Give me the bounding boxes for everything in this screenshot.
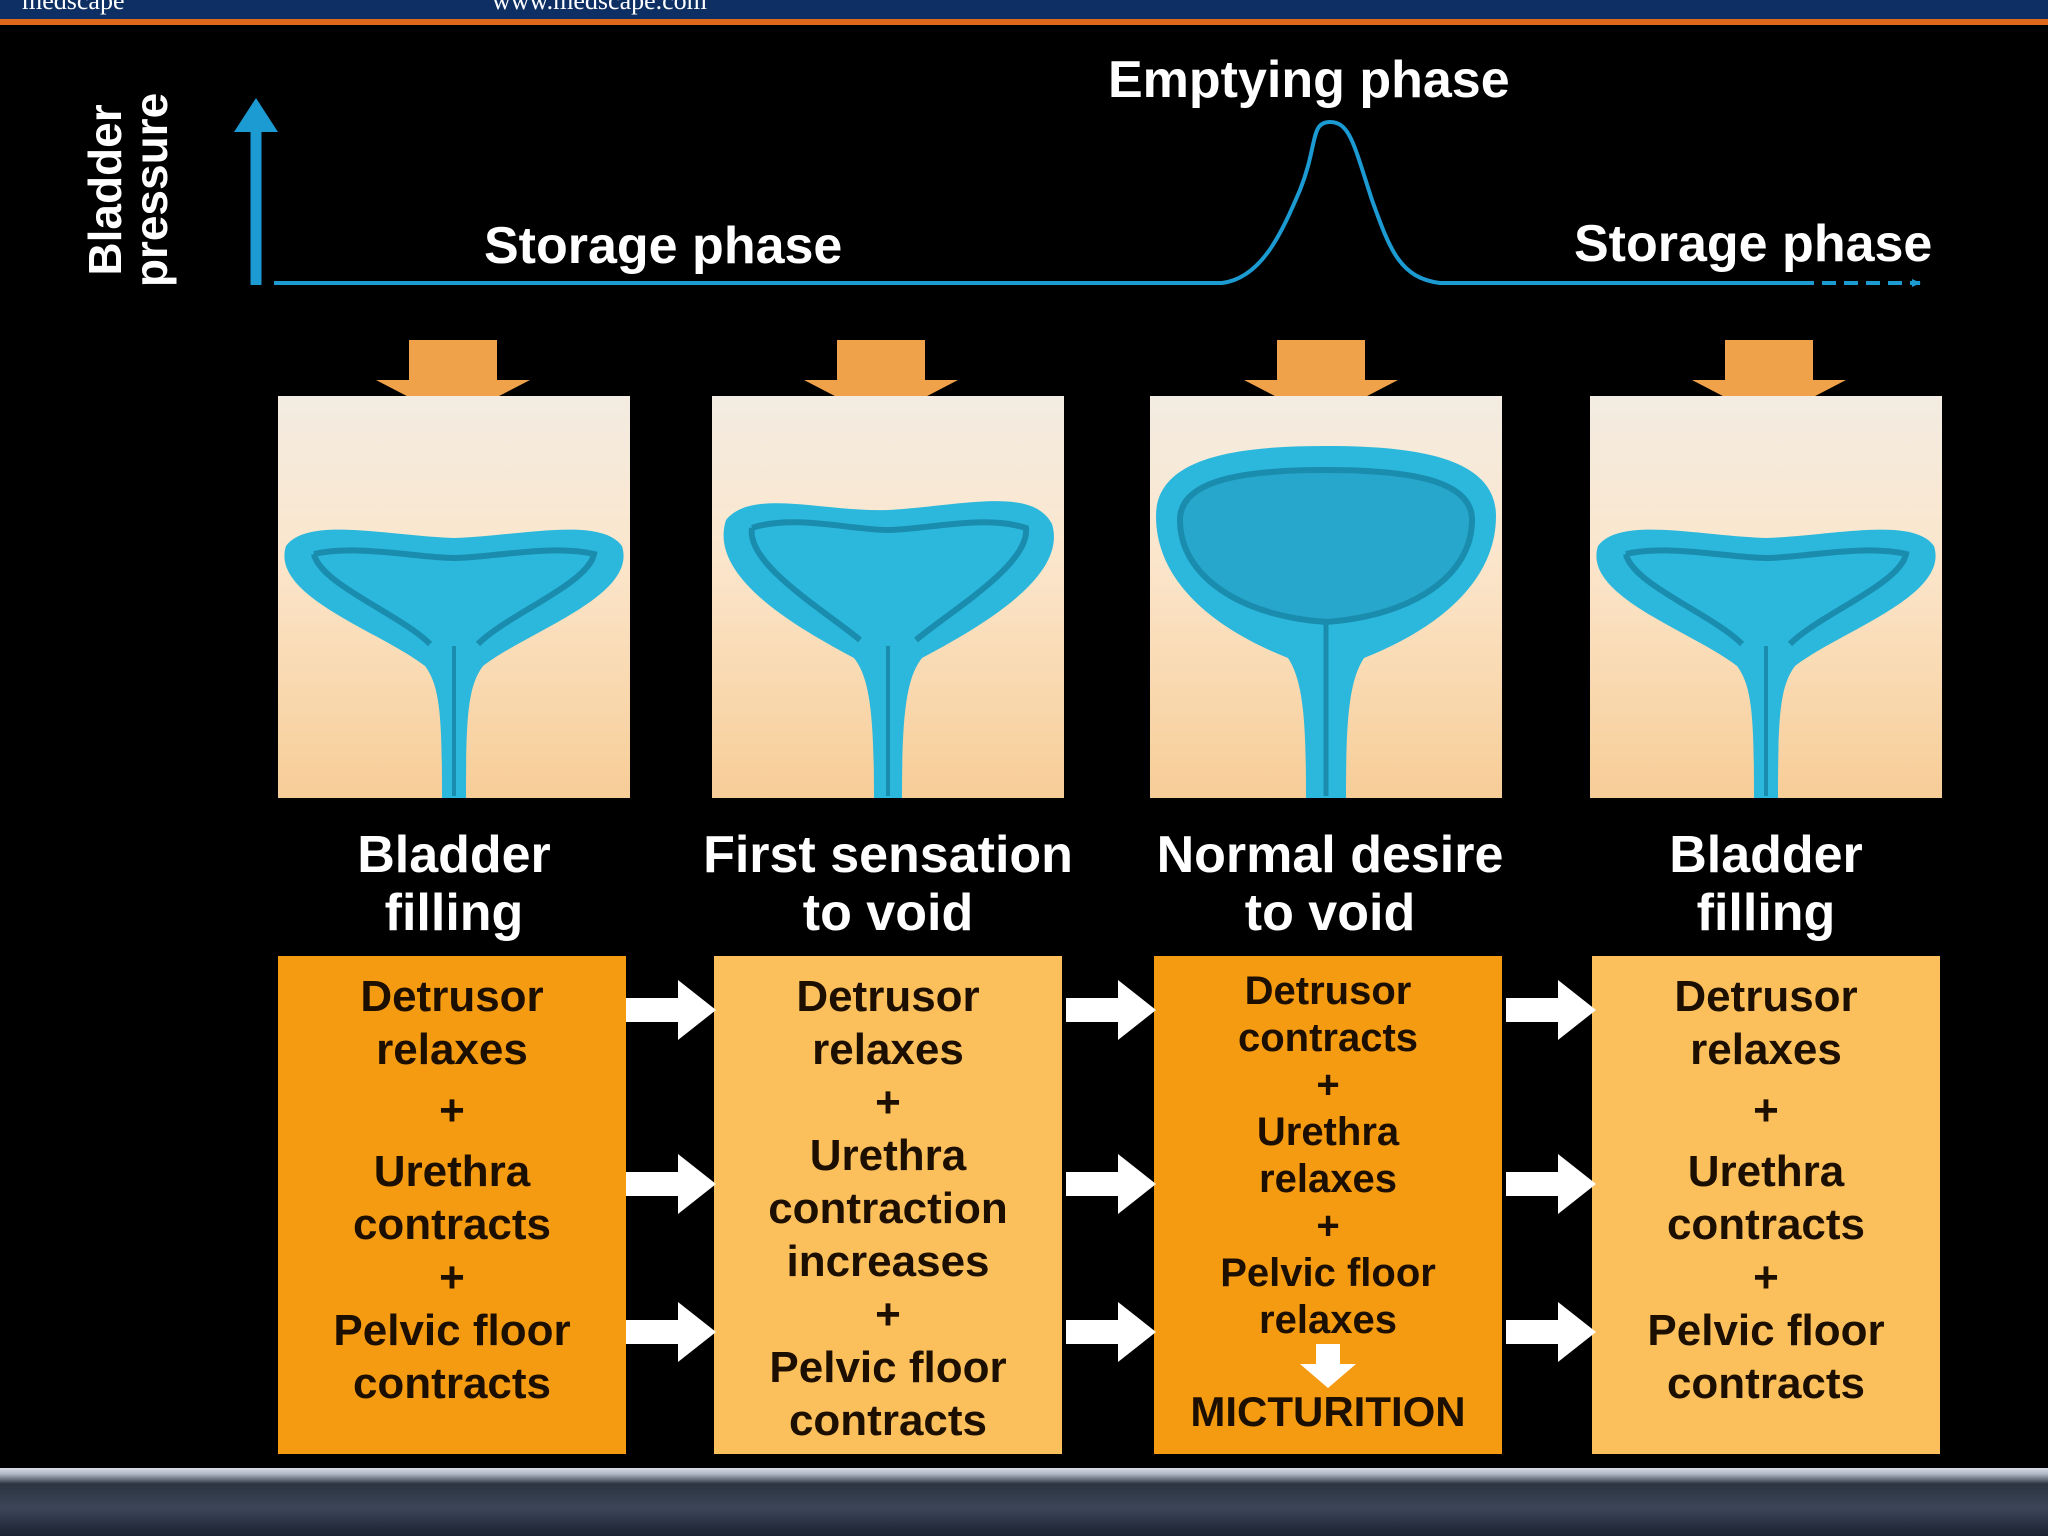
right-arrow-icon (1506, 1154, 1596, 1214)
info-box-4: Detrusor relaxes + Urethra contracts + P… (1592, 956, 1940, 1454)
info-box-1: Detrusor relaxes + Urethra contracts + P… (278, 956, 626, 1454)
right-arrow-icon (626, 1154, 716, 1214)
micturition-label: MICTURITION (1190, 1388, 1466, 1435)
storage-phase-label-right: Storage phase (1574, 215, 1933, 273)
right-arrow-icon (626, 980, 716, 1040)
bladder-panel-1 (278, 396, 630, 798)
right-arrow-icon (1506, 1302, 1596, 1362)
y-axis-label: Bladder pressure (79, 92, 177, 288)
bladder-pressure-curve (234, 98, 1921, 287)
pressure-line (274, 119, 1800, 285)
info-box-2: Detrusor relaxes + Urethra contraction i… (714, 956, 1062, 1454)
bladder-panel-4 (1590, 396, 1942, 798)
info-box-3: Detrusor contracts + Urethra relaxes + P… (1154, 956, 1502, 1454)
down-arrow-white-icon (1300, 1344, 1356, 1388)
emptying-phase-label: Emptying phase (1108, 51, 1510, 109)
right-arrow-icon (1506, 980, 1596, 1040)
bladder-medium-illustration (723, 501, 1054, 798)
header-bar: medscape www.medscape.com (0, 0, 2048, 25)
right-arrow-icon (1066, 1154, 1156, 1214)
bladder-panel-2 (712, 396, 1064, 798)
right-arrow-icon (626, 1302, 716, 1362)
bladder-full-illustration (1156, 446, 1496, 798)
footer-band (0, 1468, 2048, 1536)
bladder-small-illustration (1596, 529, 1936, 798)
right-arrow-icon (1066, 1302, 1156, 1362)
storage-phase-label-left: Storage phase (484, 217, 843, 275)
right-arrow-icon (1066, 980, 1156, 1040)
bladder-small-illustration (284, 529, 624, 798)
bladder-panel-3 (1150, 396, 1502, 798)
y-axis-arrow-head (234, 98, 278, 132)
